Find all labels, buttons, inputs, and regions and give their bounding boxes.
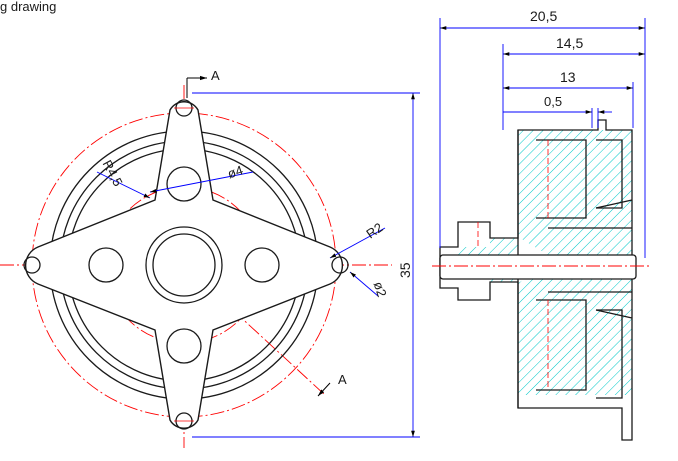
section-label-top: A [211,68,220,83]
front-view [0,75,420,448]
drawing-caption: g drawing [0,0,57,14]
front-cross-body [24,101,344,429]
side-shaft [439,254,637,280]
section-markers [186,75,331,397]
section-label-bottom: A [338,372,347,387]
side-view [432,18,650,441]
side-dimensions [439,18,646,258]
front-holes [23,99,349,430]
dim-total-label: 20,5 [530,8,558,24]
front-dimensions [96,92,420,438]
dim-0-5-label: 0,5 [544,94,563,109]
dim-14-5-label: 14,5 [556,35,584,51]
side-section-hatch [458,130,632,395]
dim-13-label: 13 [560,69,576,85]
dim-height-label: 35 [397,262,413,278]
